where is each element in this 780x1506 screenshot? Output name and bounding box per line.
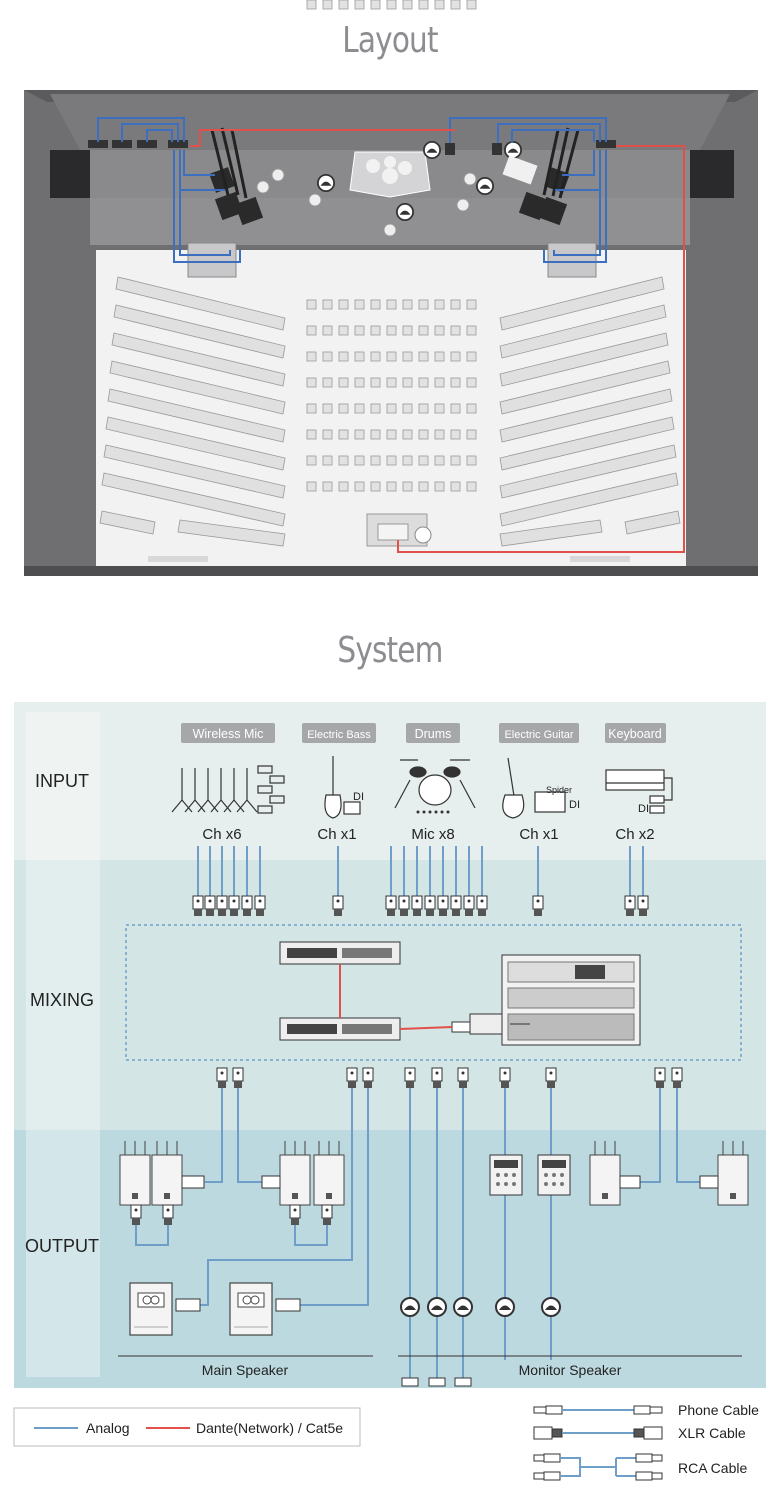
mic-stands-icon — [171, 765, 285, 814]
input-cables — [197, 846, 644, 898]
xlr-cable-label: XLR Cable — [678, 1425, 746, 1441]
monitor-mixer-2 — [537, 1154, 571, 1196]
main-speaker-1 — [129, 1282, 173, 1336]
tag-electric-bass: Electric Bass — [307, 729, 371, 741]
legend-analog: Analog — [86, 1420, 130, 1436]
count-electric-guitar: Ch x1 — [519, 826, 558, 843]
main-speaker-2 — [229, 1282, 273, 1336]
stagebox-2 — [279, 1017, 401, 1041]
rca-cable-label: RCA Cable — [678, 1460, 747, 1476]
monitor-mixer-1 — [489, 1154, 523, 1196]
system-title: System — [337, 630, 443, 671]
count-keyboard: Ch x2 — [615, 826, 654, 843]
tag-wireless-mic: Wireless Mic — [193, 727, 264, 741]
di-label-keyboard: DI — [638, 803, 649, 815]
count-electric-bass: Ch x1 — [317, 826, 356, 843]
phone-cable-icon — [533, 1405, 663, 1415]
legend-dante: Dante(Network) / Cat5e — [196, 1420, 343, 1436]
seating-right — [499, 276, 681, 547]
system-diagram: INPUT MIXING OUTPUT Wireless Mic Electri… — [14, 702, 766, 1388]
power-amp-4 — [313, 1140, 345, 1206]
tag-electric-guitar: Electric Guitar — [504, 729, 573, 741]
phone-cable-label: Phone Cable — [678, 1402, 759, 1418]
floor-plan — [24, 0, 758, 576]
power-amp-3 — [279, 1140, 311, 1206]
drum-riser — [349, 151, 431, 198]
seating-left — [99, 276, 286, 547]
tag-keyboard: Keyboard — [608, 727, 662, 741]
stagebox-1 — [279, 941, 401, 965]
di-label-guitar: DI — [569, 799, 580, 811]
line-legend: Analog Dante(Network) / Cat5e — [13, 1407, 361, 1447]
row-label-mixing: MIXING — [30, 990, 94, 1010]
spider-amp-label: Spider — [546, 785, 572, 795]
bass-guitar-icon — [324, 756, 361, 819]
monitor-speaker-label: Monitor Speaker — [519, 1362, 622, 1378]
layout-title: Layout — [342, 20, 438, 61]
main-speaker-label: Main Speaker — [202, 1362, 289, 1378]
power-amp-6 — [717, 1140, 749, 1206]
power-amp-2 — [151, 1140, 183, 1206]
power-amp-1 — [119, 1140, 151, 1206]
rca-cable-icon — [533, 1453, 663, 1481]
keyboard-icon — [605, 769, 673, 814]
count-wireless-mic: Ch x6 — [202, 826, 241, 843]
xlr-cable-icon — [533, 1426, 663, 1440]
mixing-system-boundary — [125, 924, 742, 1061]
cable-legend: Phone Cable XLR Cable RCA Cable — [533, 1402, 759, 1481]
di-label-bass: DI — [353, 791, 364, 803]
tag-drums: Drums — [415, 727, 452, 741]
power-amp-5 — [589, 1140, 621, 1206]
source-tags: Wireless Mic Electric Bass Drums Electri… — [181, 723, 666, 743]
electric-guitar-icon — [502, 757, 566, 819]
output-cables — [135, 1088, 700, 1378]
row-label-output: OUTPUT — [25, 1236, 99, 1256]
count-drums: Mic x8 — [411, 826, 454, 843]
row-label-input: INPUT — [35, 771, 89, 791]
digital-mixing-console — [501, 954, 641, 1046]
drum-kit-icon — [394, 759, 476, 814]
